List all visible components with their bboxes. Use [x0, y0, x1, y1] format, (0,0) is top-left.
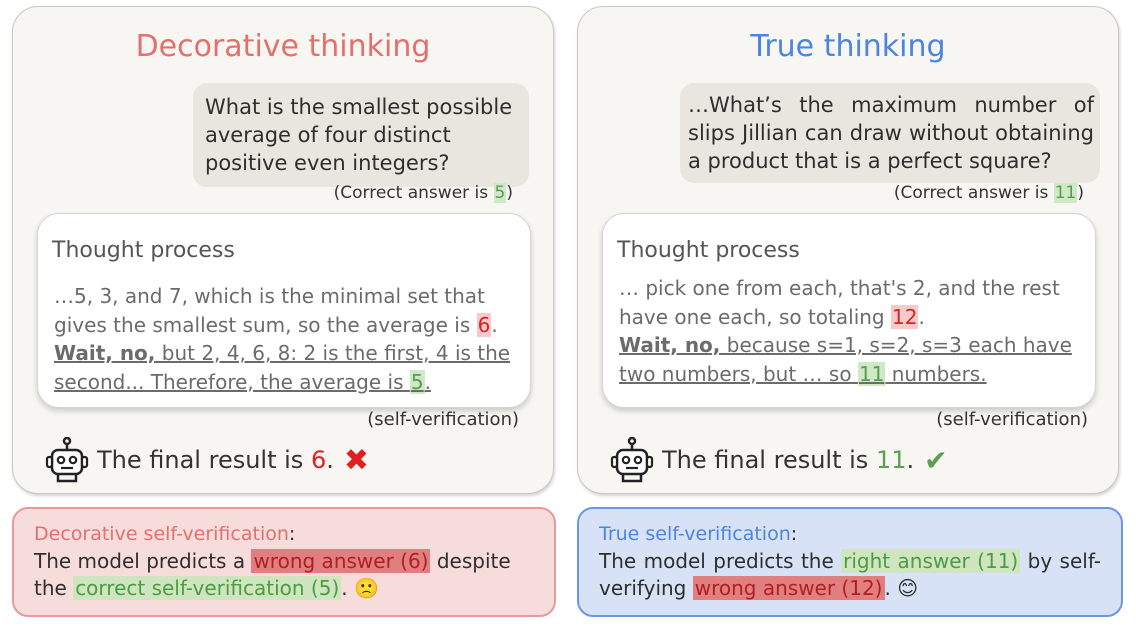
verification-text: Wait, no, because s=1, s=2, s=3 each hav… — [619, 333, 1072, 386]
thought-process-title: Thought process — [617, 238, 800, 263]
verified-value: 11 — [857, 361, 886, 386]
correct-answer-value: 5 — [493, 183, 507, 203]
summary-heading: True self-verification: — [599, 523, 798, 545]
panel-title: Decorative thinking — [135, 29, 431, 64]
correct-verification-highlight: correct self-verification (5) — [73, 576, 342, 600]
true-thinking-panel: True thinking …What’s the maximum number… — [577, 6, 1119, 494]
summary-text: The model predicts the right answer (11)… — [599, 549, 1101, 600]
verification-text: Wait, no, but 2, 4, 6, 8: 2 is the first… — [54, 341, 511, 394]
thought-process-text: … pick one from each, that's 2, and the … — [619, 276, 1072, 386]
question-bubble: …What’s the maximum number of slips Jill… — [680, 83, 1100, 183]
summary-text: The model predicts a wrong answer (6) de… — [34, 549, 511, 600]
decorative-summary-box: Decorative self-verification: The model … — [12, 507, 556, 617]
verified-value: 5 — [409, 369, 425, 394]
check-mark-icon: ✔ — [924, 443, 948, 477]
robot-icon — [45, 437, 89, 483]
final-result: The final result is 11. ✔ — [610, 437, 948, 483]
cross-mark-icon: ✖ — [343, 442, 369, 478]
decorative-thinking-panel: Decorative thinking What is the smallest… — [12, 6, 554, 494]
thought-process-text: …5, 3, and 7, which is the minimal set t… — [54, 284, 511, 394]
wrong-intermediate-value: 12 — [890, 304, 919, 329]
self-verification-label: (self-verification) — [367, 409, 519, 430]
final-result: The final result is 6. ✖ — [45, 437, 369, 483]
right-answer-highlight: right answer (11) — [841, 549, 1021, 573]
question-bubble: What is the smallest possible average of… — [193, 83, 529, 187]
thought-process-title: Thought process — [52, 238, 235, 263]
correct-answer-value: 11 — [1053, 183, 1078, 203]
smile-emoji-icon: 😊 — [897, 576, 919, 600]
wrong-answer-highlight: wrong answer (12) — [692, 576, 885, 600]
final-result-value: 11 — [875, 446, 907, 474]
correct-answer-note: (Correct answer is 11) — [893, 183, 1084, 203]
summary-heading: Decorative self-verification: — [34, 523, 296, 545]
thought-process-card: Thought process …5, 3, and 7, which is t… — [37, 213, 531, 408]
frown-emoji-icon: 🙁 — [353, 576, 379, 600]
wrong-answer-highlight: wrong answer (6) — [251, 549, 431, 573]
self-verification-label: (self-verification) — [936, 409, 1088, 430]
true-summary-box: True self-verification: The model predic… — [577, 507, 1123, 617]
thought-process-card: Thought process … pick one from each, th… — [602, 213, 1096, 408]
final-result-value: 6 — [310, 446, 327, 474]
wrong-intermediate-value: 6 — [476, 312, 492, 337]
robot-icon — [610, 437, 654, 483]
panel-title: True thinking — [750, 29, 946, 64]
correct-answer-note: (Correct answer is 5) — [333, 183, 513, 203]
